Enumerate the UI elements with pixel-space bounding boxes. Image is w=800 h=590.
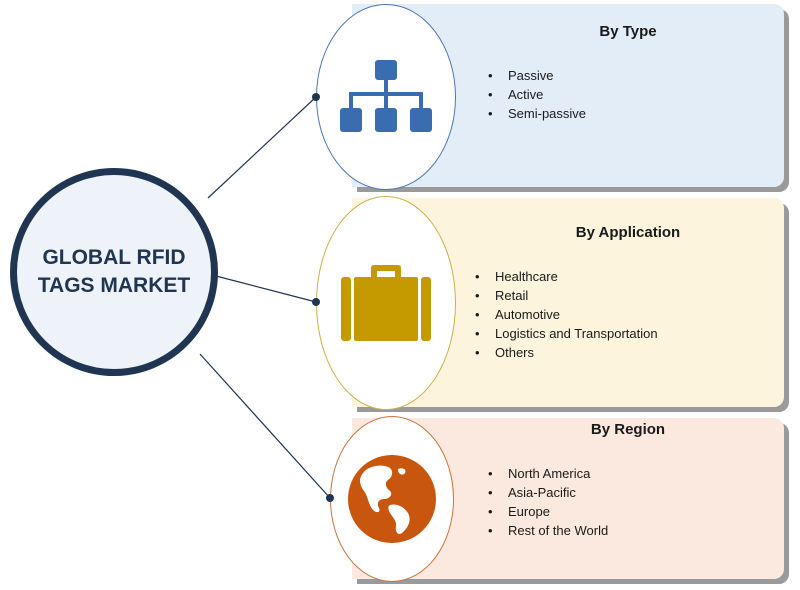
connector-type — [207, 96, 317, 199]
connector-region — [199, 353, 331, 499]
icon-oval-region — [330, 416, 454, 582]
list-item: Rest of the World — [488, 521, 608, 540]
list-item: Semi-passive — [488, 104, 586, 123]
list-item: Retail — [475, 286, 658, 305]
icon-oval-type — [316, 4, 456, 190]
connector-dot-application — [312, 298, 320, 306]
segment-title-application: By Application — [575, 224, 681, 241]
list-item: Europe — [488, 502, 608, 521]
briefcase-icon — [341, 265, 431, 341]
list-item: North America — [488, 464, 608, 483]
segment-title-type: By Type — [599, 23, 657, 40]
hub-title: GLOBAL RFID TAGS MARKET — [37, 246, 191, 297]
icon-oval-application — [316, 196, 456, 410]
list-item: Logistics and Transportation — [475, 324, 658, 343]
list-item: Others — [475, 343, 658, 362]
hierarchy-icon — [340, 60, 432, 132]
segment-title-region: By Region — [590, 421, 666, 438]
segment-list-type: Passive Active Semi-passive — [488, 66, 586, 123]
list-item: Healthcare — [475, 267, 658, 286]
list-item: Active — [488, 85, 586, 104]
connector-dot-type — [312, 93, 320, 101]
list-item: Passive — [488, 66, 586, 85]
segment-list-region: North America Asia-Pacific Europe Rest o… — [488, 464, 608, 540]
connector-dot-region — [326, 494, 334, 502]
segment-list-application: Healthcare Retail Automotive Logistics a… — [475, 267, 658, 362]
list-item: Asia-Pacific — [488, 483, 608, 502]
globe-icon — [348, 455, 436, 543]
list-item: Automotive — [475, 305, 658, 324]
market-hub-circle: GLOBAL RFID TAGS MARKET — [10, 168, 218, 376]
connector-application — [215, 275, 317, 303]
